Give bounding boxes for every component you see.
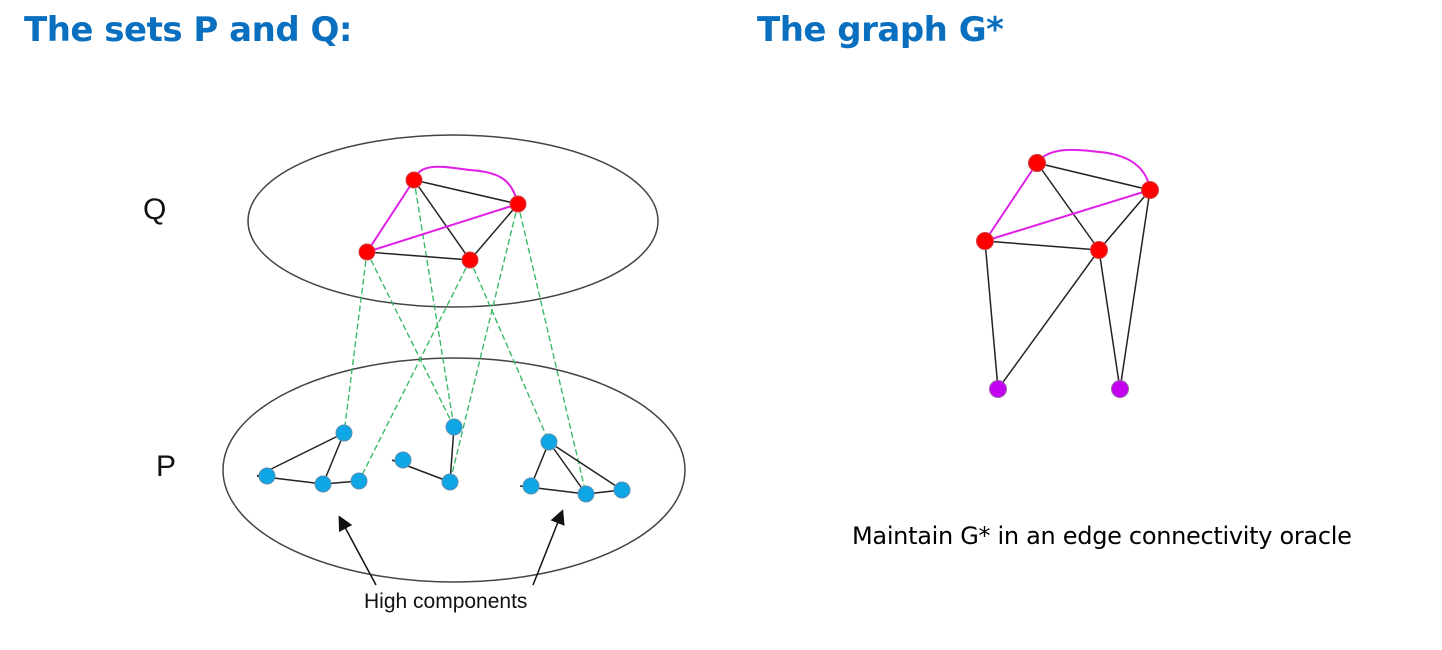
magenta-edge [366,203,519,253]
edge [413,179,519,205]
edge [1036,162,1100,251]
q-node [405,171,423,189]
dashed-edge [413,179,455,428]
gstar-edges [984,162,1151,390]
contracted-node [989,380,1007,398]
dashed-edge [449,203,519,483]
magenta-edge [984,189,1151,242]
red-node [1028,154,1046,172]
p-node [350,472,368,490]
annotation-arrow-left [338,515,377,586]
set-q-outline [247,134,659,308]
p-node [445,418,463,436]
edge [1036,162,1151,191]
p-node [335,424,353,442]
gstar-red-nodes [976,154,1159,259]
q-magenta-edges [366,165,519,253]
magenta-edge [366,179,415,253]
p-node [314,475,332,493]
edge [984,240,1100,251]
q-node [358,243,376,261]
set-q-label: Q [143,193,167,226]
edge [469,203,519,261]
p-node [522,477,540,495]
gstar-purple-nodes [989,380,1129,398]
p-node [613,481,631,499]
caption: Maintain G* in an edge connectivity orac… [852,522,1352,550]
contracted-node [1111,380,1129,398]
edge [322,432,345,485]
q-nodes [358,171,527,269]
edge [1098,189,1151,251]
p-node [577,485,595,503]
q-node [509,195,527,213]
p-node [540,433,558,451]
q-edges [366,179,519,261]
right-title: The graph G* [757,10,1004,50]
magenta-edge [984,162,1038,242]
edge [548,441,587,495]
red-node [1141,181,1159,199]
edge [997,249,1100,390]
edge [984,240,999,390]
p-node [394,451,412,469]
edge [449,426,455,483]
p-node [441,473,459,491]
p-nodes [258,418,631,503]
edge [548,441,623,491]
edge [1119,189,1151,390]
gstar-magenta-edges [984,148,1151,242]
dashed-edge [343,251,368,434]
dashed-edge [469,259,550,443]
magenta-curved-edge [1036,148,1151,191]
edge [413,179,471,261]
high-components-annotation: High components [364,590,528,613]
dashed-edge [358,259,471,482]
dashed-edges [343,179,587,495]
magenta-curved-edge [413,165,519,205]
p-node [258,467,276,485]
q-node [461,251,479,269]
p-edges [256,426,623,495]
red-node [976,232,994,250]
set-p-label: P [156,450,177,483]
annotation-arrow-right [532,509,565,586]
red-node [1090,241,1108,259]
dashed-edge [517,203,587,495]
left-title: The sets P and Q: [24,10,353,50]
edge [366,251,471,261]
edge [1098,249,1121,390]
dashed-edge [366,251,455,428]
set-p-outline [222,357,686,583]
